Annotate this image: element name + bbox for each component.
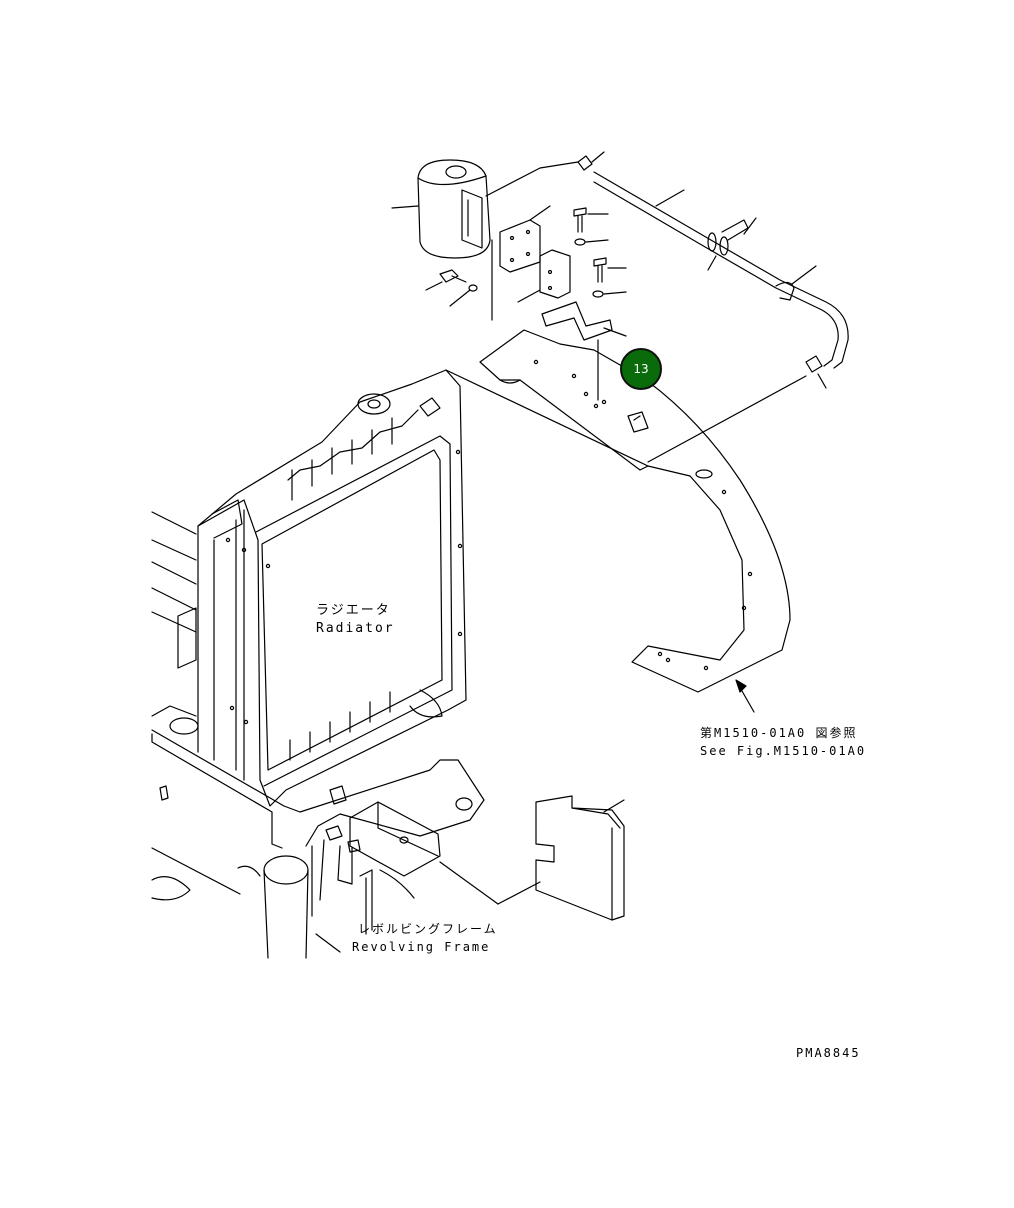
frame-block (535, 795, 625, 921)
tank-bracket (491, 205, 551, 321)
callout-13[interactable]: 13 (620, 348, 662, 390)
mounting-plate (479, 329, 791, 713)
mount-bracket (517, 249, 627, 401)
drawing-number: PMA8845 (796, 1046, 861, 1060)
radiator-label-jp: ラジエータ (316, 603, 391, 618)
revolving-frame-label-en: Revolving Frame (352, 940, 491, 954)
revolving-frame (151, 511, 541, 959)
see-fig-label-jp: 第M1510-01A0 図参照 (700, 726, 858, 740)
see-fig-label-en: See Fig.M1510-01A0 (700, 744, 867, 758)
revolving-frame-label-jp: レボルビングフレーム (358, 922, 498, 936)
overflow-hose (577, 151, 849, 463)
radiator-label-en: Radiator (316, 621, 395, 636)
radiator (197, 369, 649, 807)
reservoir-tank (391, 159, 579, 259)
bolts-washers (425, 207, 627, 307)
